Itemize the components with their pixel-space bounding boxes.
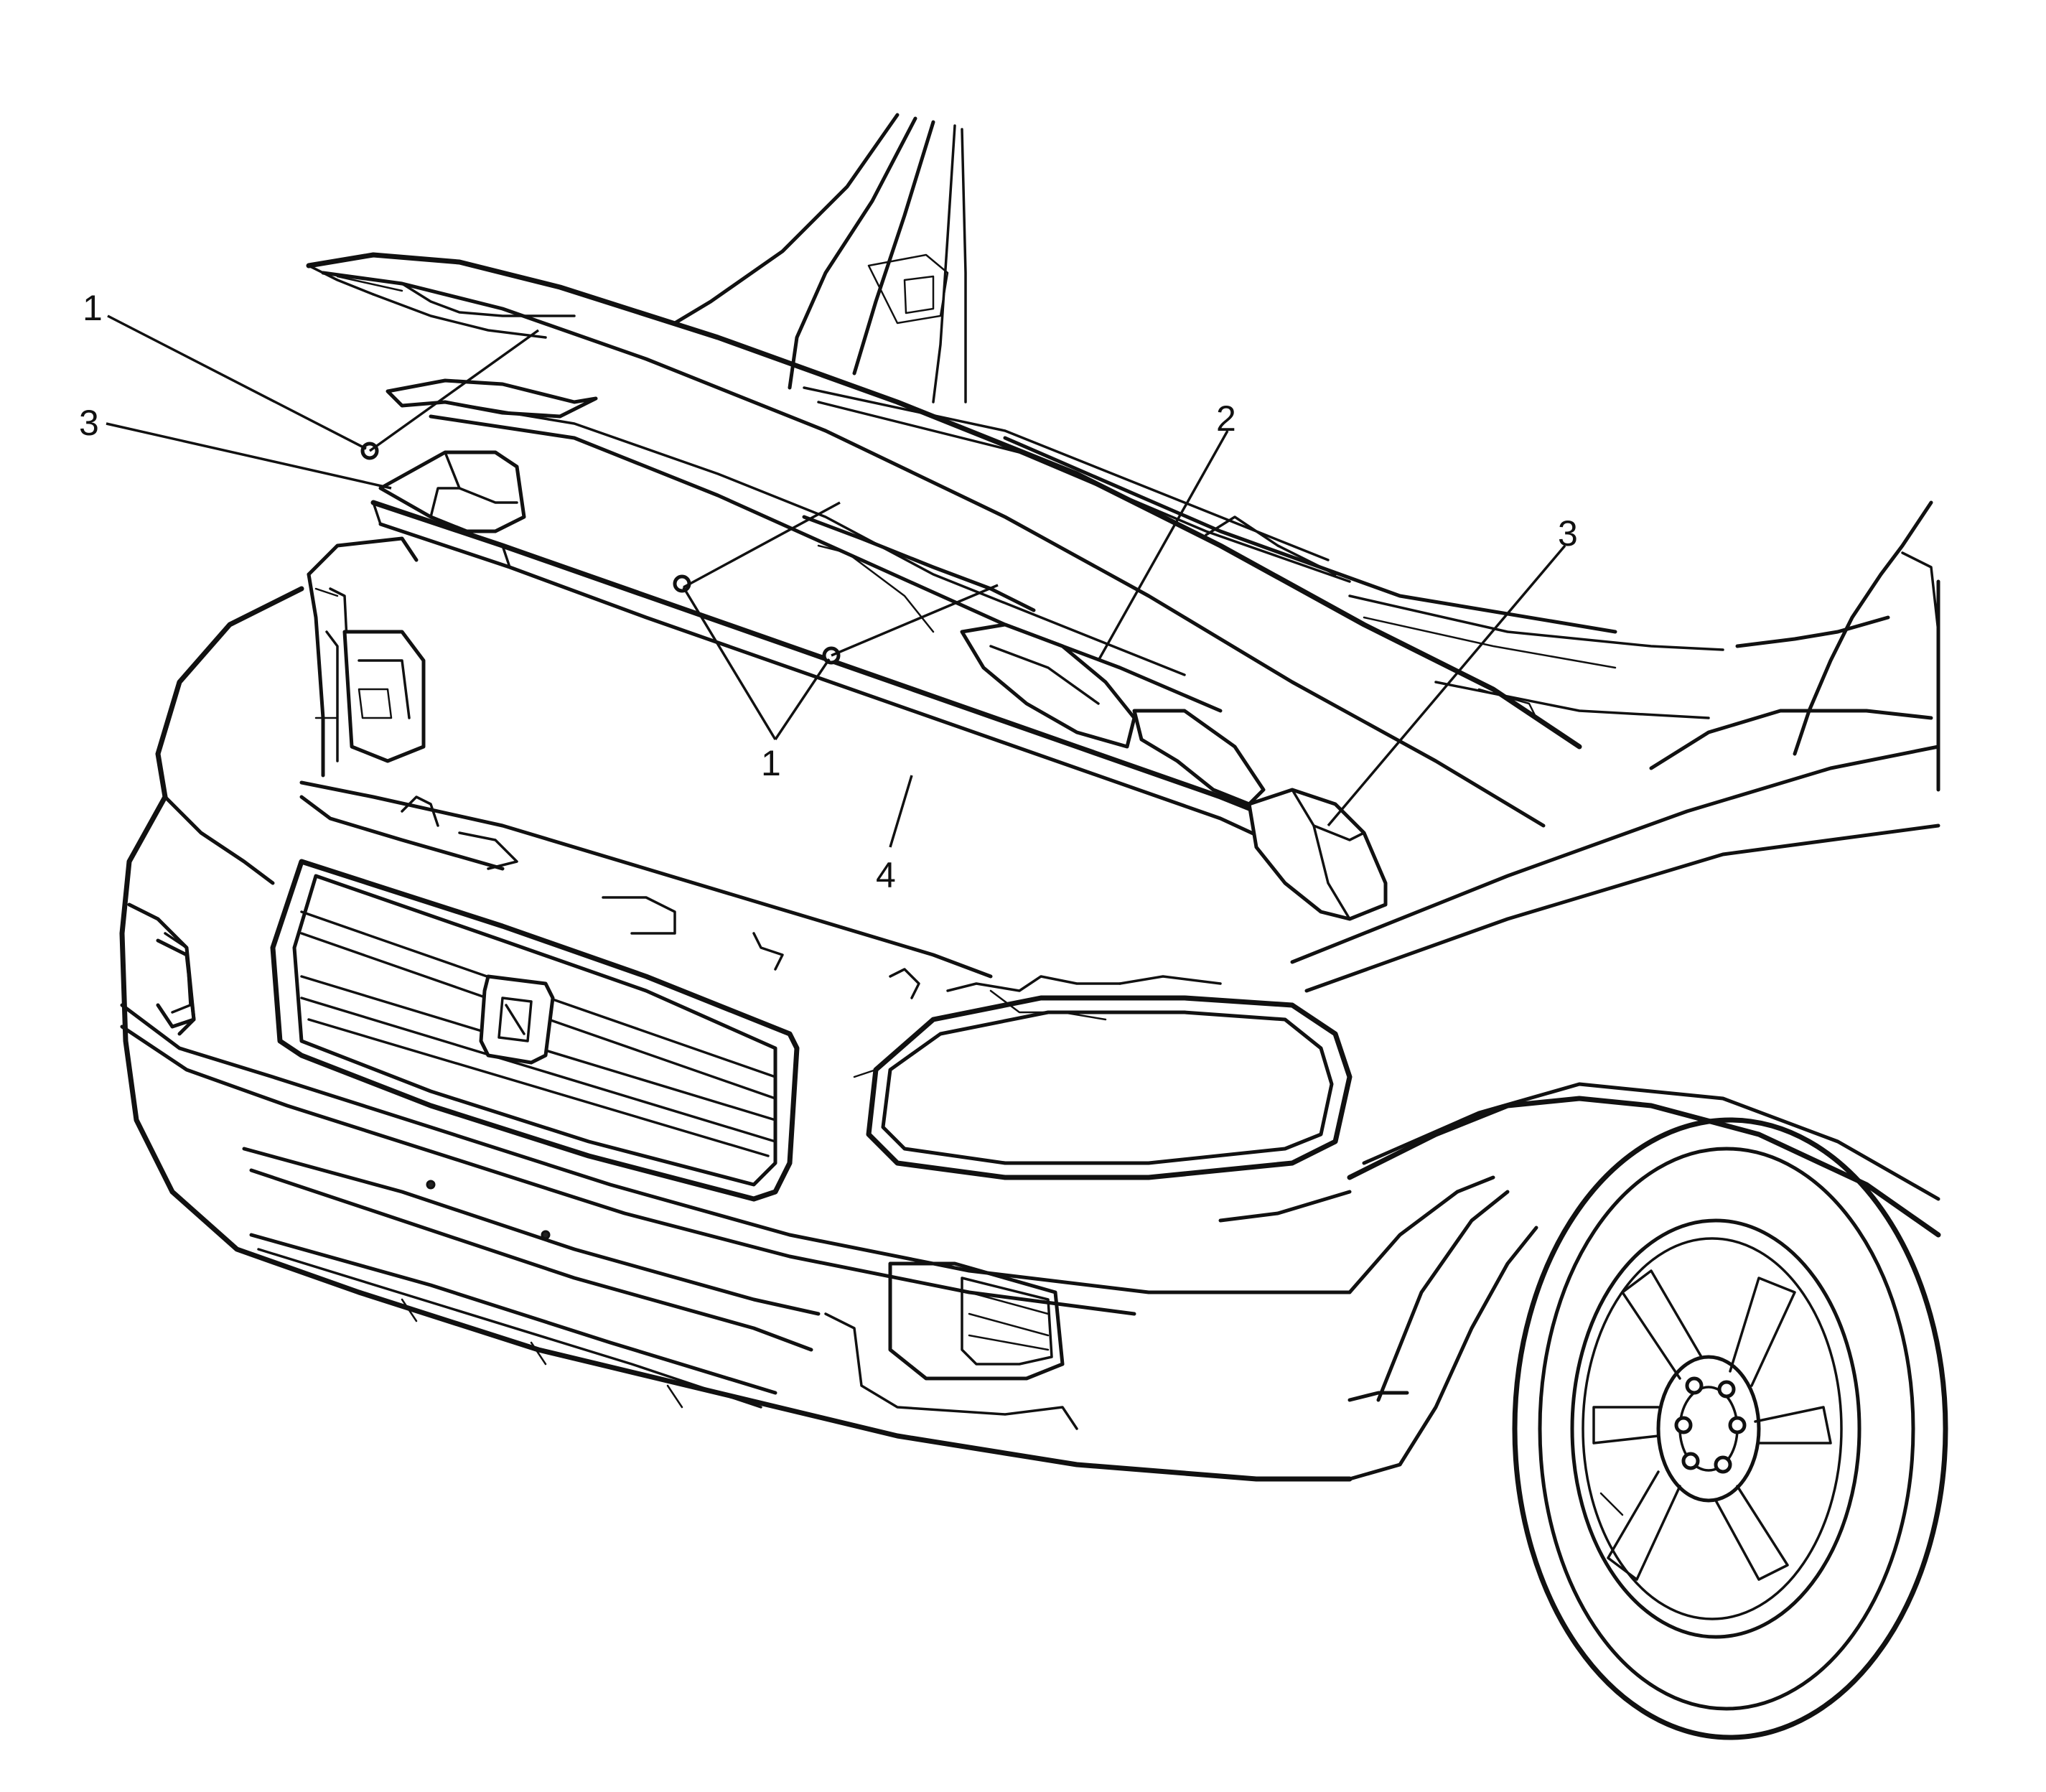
- callout-1-center: 1: [761, 743, 781, 783]
- callout-2: 2: [1216, 398, 1236, 439]
- grille: [270, 859, 800, 1202]
- engine-bay-left: [307, 536, 426, 778]
- radiator-support: [299, 780, 1222, 1021]
- hood-raised: [306, 252, 1582, 828]
- callout-4: 4: [876, 855, 896, 895]
- front-hood-seal: [370, 500, 1331, 864]
- left-air-deflector: [378, 450, 526, 533]
- right-headlamp: [853, 995, 1353, 1180]
- right-wheel-arch: [1218, 1082, 1941, 1481]
- callout-1-left: 1: [83, 288, 103, 328]
- right-fender: [1290, 500, 1940, 993]
- hood-rear-seal: [386, 378, 1266, 806]
- right-front-wheel: [1512, 1117, 1948, 1740]
- callout-3-right: 3: [1558, 513, 1578, 554]
- right-air-deflector: [1247, 788, 1388, 921]
- windshield-frame: [673, 113, 1351, 583]
- fastener-center-left: [673, 574, 691, 593]
- leader-lines: [106, 314, 1566, 848]
- callout-3-left: 3: [79, 403, 99, 443]
- front-bumper: [119, 586, 1353, 1482]
- callout-labels: 1 3 2 3 1 4: [79, 288, 1578, 895]
